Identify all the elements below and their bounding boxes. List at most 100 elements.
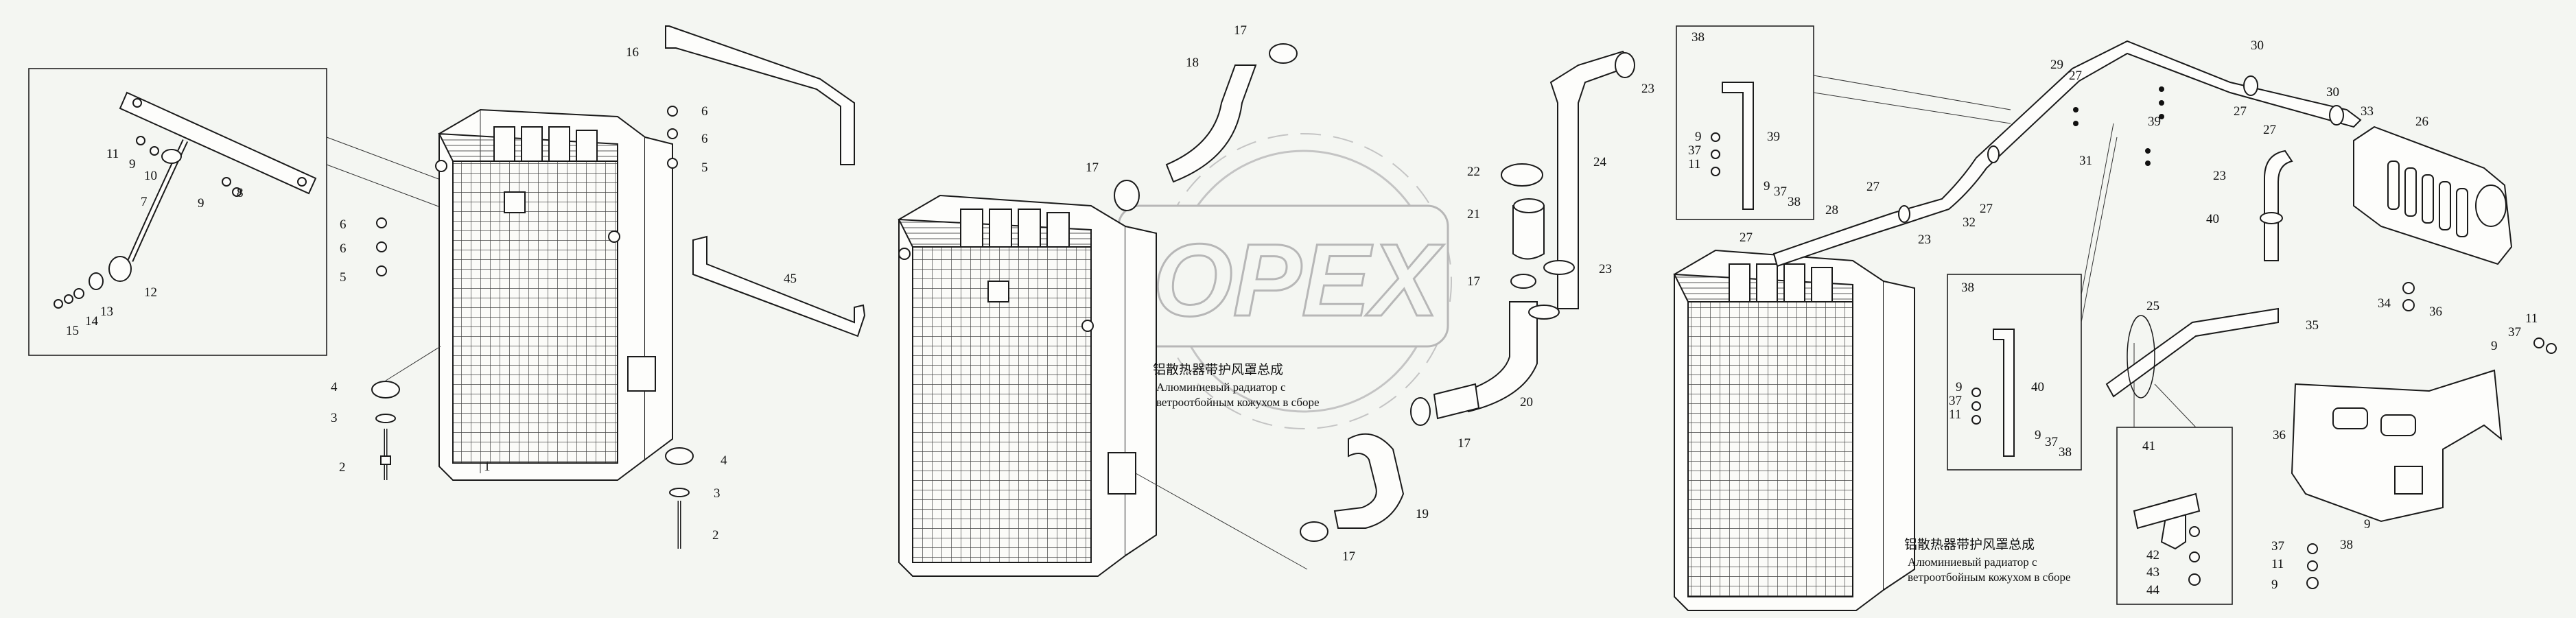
logo-text: OPEX: [1153, 222, 1444, 337]
callout: 27: [1740, 230, 1753, 245]
callout: 21: [1467, 207, 1480, 222]
callout: 10: [144, 169, 157, 183]
callout: 22: [1467, 165, 1480, 179]
callout: 25: [2146, 299, 2159, 313]
caption-ru-line2: ветроотбойным кожухом в сборе: [1156, 396, 1320, 409]
callout: 1: [484, 460, 491, 474]
callout: 37: [1949, 394, 1962, 408]
callout: 6: [340, 217, 347, 232]
callout: 38: [2340, 538, 2353, 552]
callout: 37: [2508, 325, 2521, 340]
radiator-a-core: [452, 161, 618, 464]
callout: 29: [2050, 58, 2063, 72]
callout: 17: [1234, 23, 1247, 38]
caption-ru-line2: ветроотбойным кожухом в сборе: [1908, 571, 2071, 584]
caption-assembly-c: 铝散热器带护风罩总成 Алюминиевый радиатор с ветроо…: [1904, 537, 2071, 584]
callout: 9: [2491, 339, 2498, 353]
callout: 3: [714, 486, 721, 501]
callout: 14: [85, 314, 99, 329]
callout: 9: [2035, 428, 2041, 442]
callout: 30: [2326, 85, 2339, 99]
callout: 3: [331, 411, 338, 425]
callout: 13: [100, 305, 113, 319]
callout: 11: [106, 147, 119, 161]
callout: 33: [2361, 104, 2374, 119]
callout: 2: [339, 460, 346, 475]
callout: 38: [2059, 445, 2072, 460]
callout: 40: [2031, 380, 2044, 394]
callout: 27: [2263, 123, 2276, 137]
callout: 17: [1086, 161, 1099, 175]
section-coolant-hoses: OPEX 铝散热器带护风罩总成 Алюмин: [898, 23, 1654, 577]
callout: 37: [1774, 185, 1787, 199]
rubber-pad-right: [665, 447, 694, 465]
callout: 15: [66, 324, 79, 338]
callout: 27: [2234, 104, 2247, 119]
callout: 41: [2142, 439, 2155, 453]
callout: 11: [2271, 557, 2284, 571]
section-radiator-mounting: 16 6 6 5 11 9 10 9 8 7 6 6 5 4 3 2 1 45 …: [28, 25, 866, 549]
caption-zh: 铝散热器带护风罩总成: [1153, 362, 1283, 377]
callout: 37: [2271, 539, 2284, 554]
callout: 28: [1825, 203, 1838, 217]
callout: 5: [701, 161, 708, 175]
section-expansion-tank: 铝散热器带护风罩总成 Алюминиевый радиатор с ветроо…: [1673, 25, 2557, 611]
callout: 16: [626, 45, 639, 60]
detail-inset-frame: [28, 68, 327, 356]
callout: 36: [2273, 428, 2286, 442]
callout: 30: [2251, 38, 2264, 53]
callout: 5: [340, 270, 347, 285]
callout: 39: [1767, 130, 1780, 144]
caption-zh: 铝散热器带护风罩总成: [1904, 537, 2035, 552]
callout: 45: [784, 272, 797, 286]
callout: 6: [340, 241, 347, 256]
callout: 38: [1691, 30, 1705, 45]
callout: 9: [129, 157, 136, 171]
callout: 11: [1949, 407, 1961, 422]
callout: 42: [2146, 548, 2159, 562]
callout: 26: [2415, 115, 2428, 129]
callout: 6: [701, 104, 708, 119]
lower-hose: [1333, 433, 1405, 529]
tank-bracket: [2291, 369, 2503, 523]
upper-strap: [665, 25, 855, 165]
vertical-hose: [1549, 50, 1635, 309]
callout: 27: [2069, 69, 2082, 83]
callout: 38: [1961, 281, 1974, 295]
callout: 23: [1599, 262, 1612, 276]
callout: 36: [2429, 305, 2442, 319]
callout: 4: [721, 453, 727, 468]
callout: 34: [2378, 296, 2391, 311]
callout: 11: [2525, 311, 2538, 326]
callout: 23: [1641, 82, 1654, 96]
callout: 8: [237, 186, 244, 200]
detail-inset-top: [1676, 25, 1814, 220]
callout: 37: [2045, 435, 2058, 449]
detail-inset-middle: [1947, 274, 2082, 471]
callout: 23: [2213, 169, 2226, 183]
detail-inset-bottom: [2116, 427, 2233, 605]
callout: 40: [2206, 212, 2219, 226]
callout: 19: [1416, 507, 1429, 521]
caption-ru-line1: Алюминиевый радиатор с: [1156, 381, 1286, 394]
callout: 17: [1342, 549, 1355, 564]
callout: 9: [1764, 179, 1770, 193]
mount-bracket-bar: [119, 91, 317, 195]
caption-assembly-b: 铝散热器带护风罩总成 Алюминиевый радиатор с ветроо…: [1153, 362, 1320, 409]
callout: 20: [1520, 395, 1533, 409]
radiator-c-core: [1687, 301, 1853, 597]
callout: 37: [1688, 143, 1701, 158]
callout: 38: [1788, 195, 1801, 209]
callout: 2: [712, 528, 719, 543]
lower-pipe: [1453, 301, 1538, 413]
callout: 9: [2364, 517, 2371, 532]
callout: 39: [2148, 115, 2161, 129]
callout: 9: [1695, 130, 1702, 144]
callout: 35: [2306, 318, 2319, 333]
rubber-pad-left: [371, 381, 400, 399]
lower-strap: [692, 235, 866, 337]
callout: 6: [701, 132, 708, 146]
callout: 9: [198, 196, 204, 211]
upper-hose: [1165, 64, 1257, 183]
